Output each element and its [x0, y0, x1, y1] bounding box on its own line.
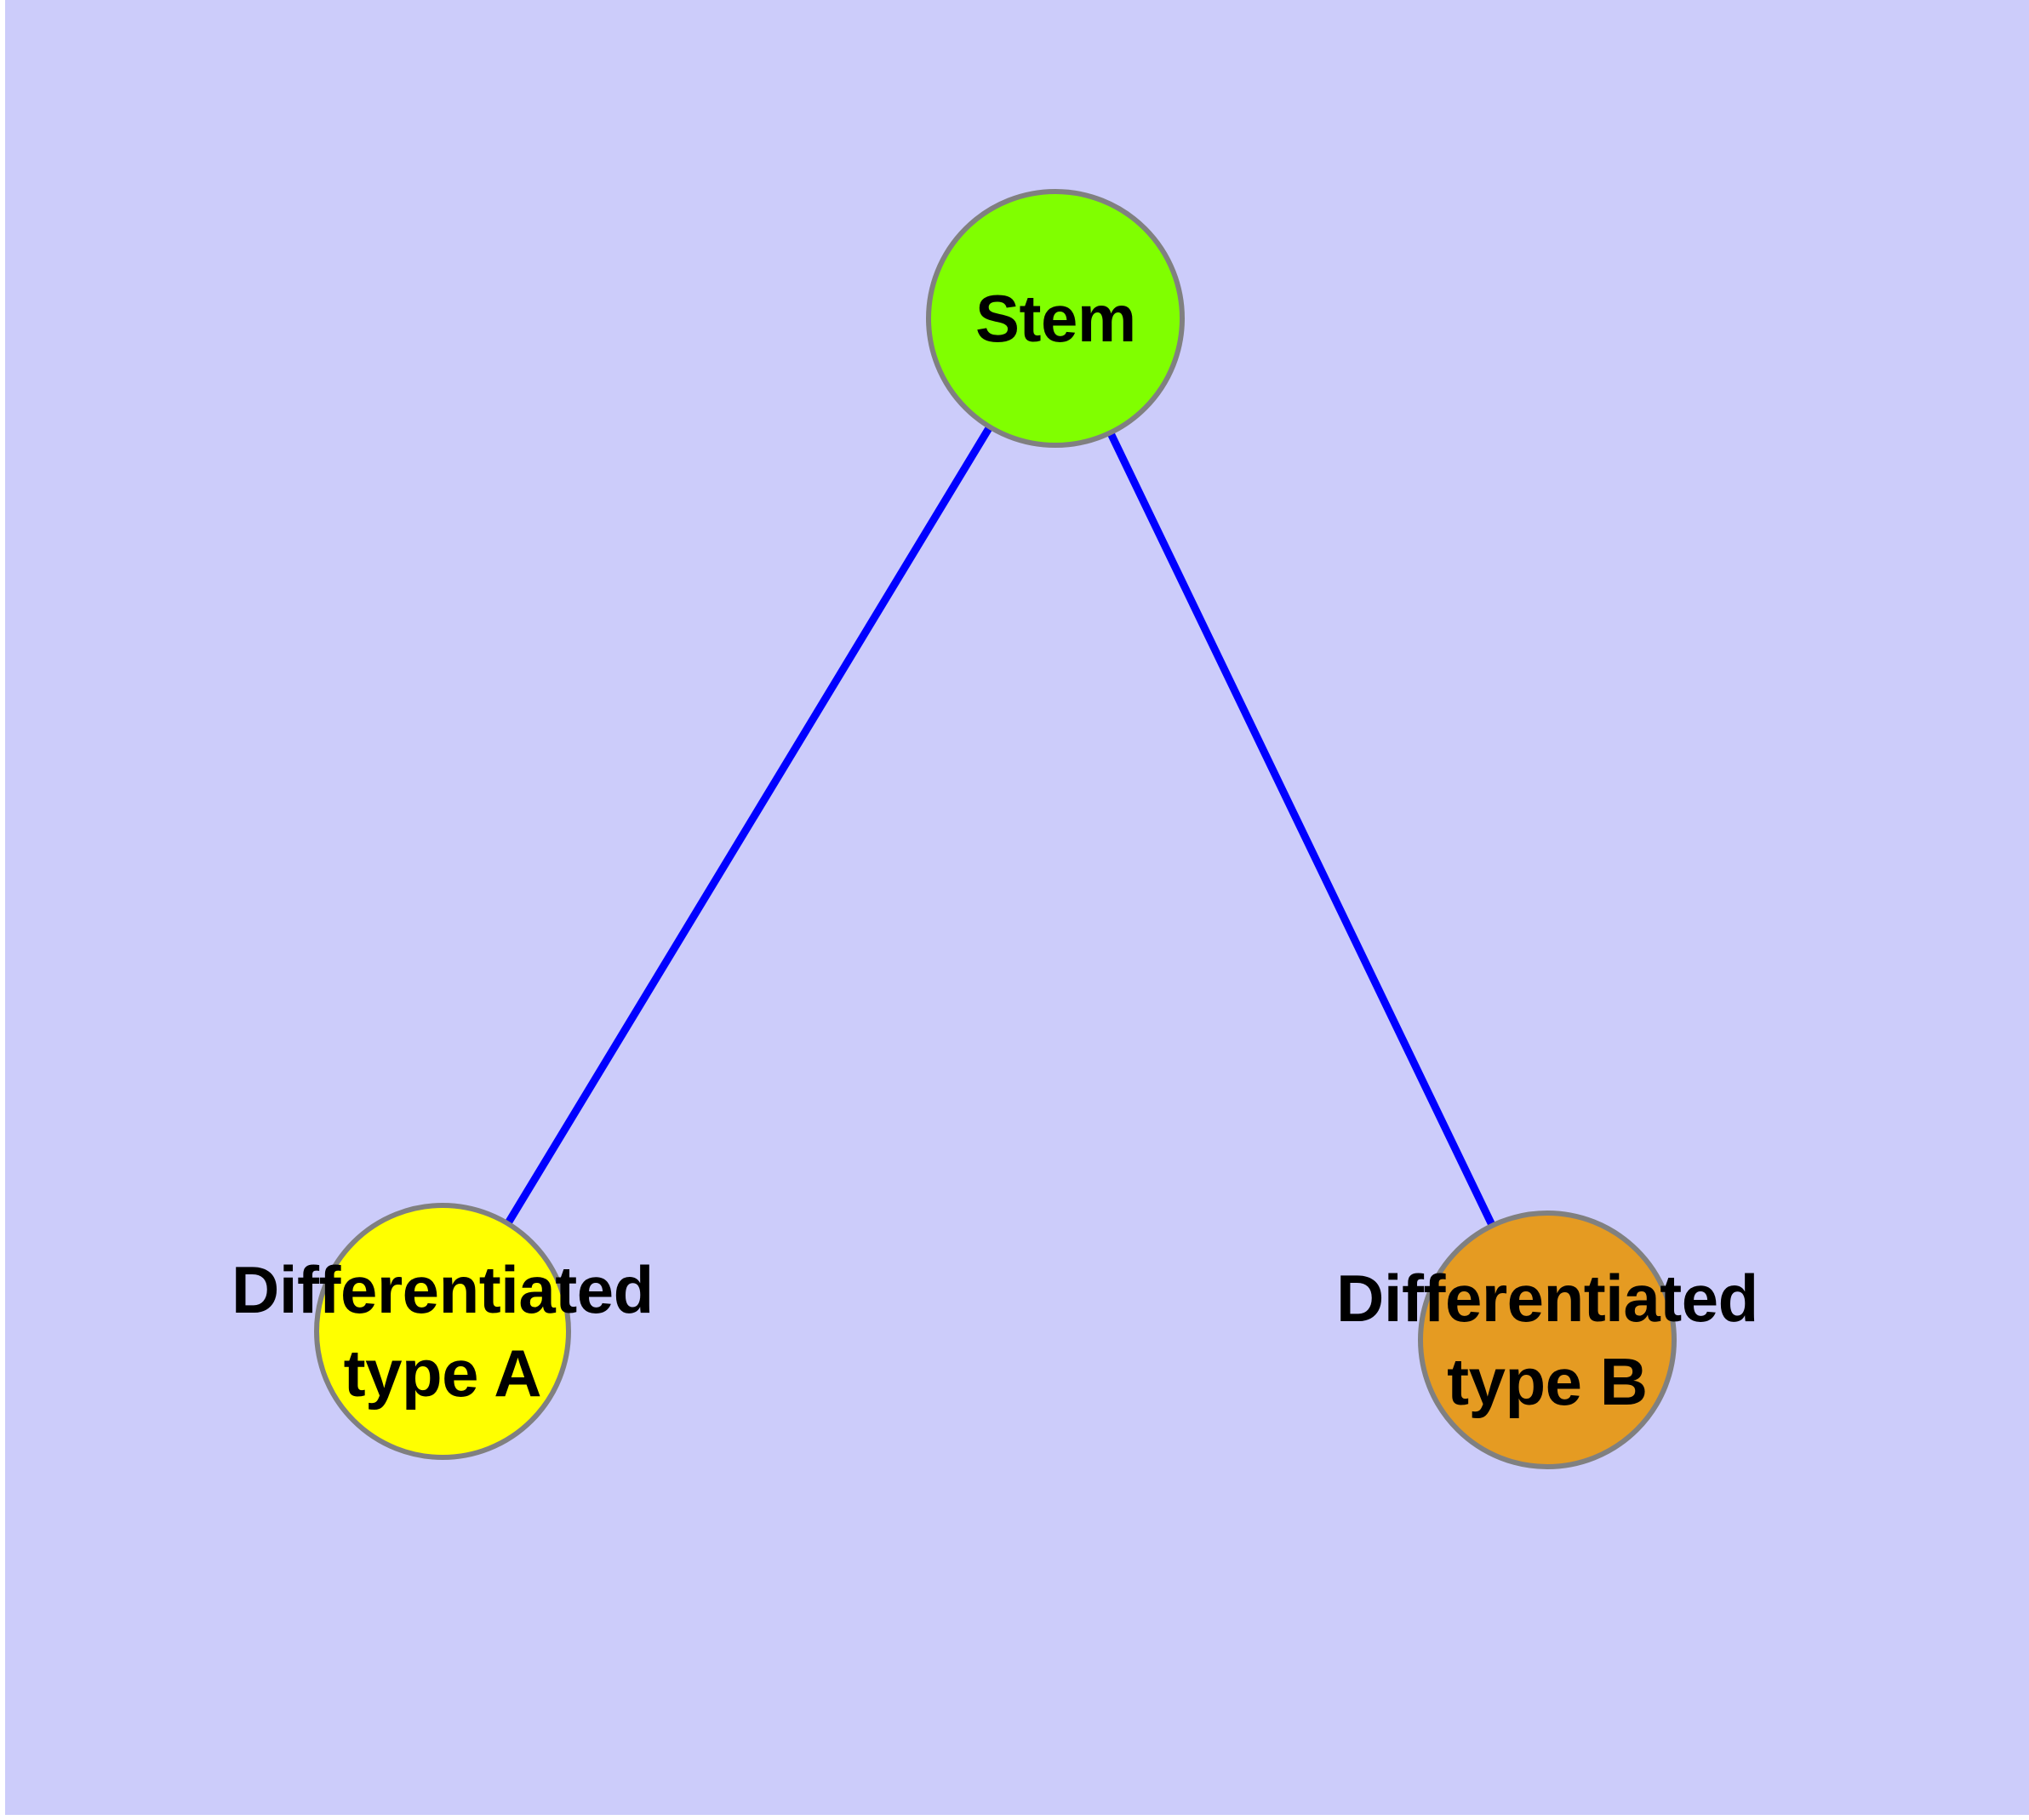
edge-stem-to-b[interactable]: [1107, 432, 1495, 1226]
node-circle-diff_b[interactable]: [1418, 1210, 1677, 1469]
nodes-layer: [314, 189, 1677, 1469]
edge-stem-to-a[interactable]: [505, 426, 992, 1224]
node-circle-diff_a[interactable]: [314, 1203, 571, 1460]
edges-layer: [505, 426, 1495, 1226]
node-circle-stem[interactable]: [926, 189, 1185, 448]
